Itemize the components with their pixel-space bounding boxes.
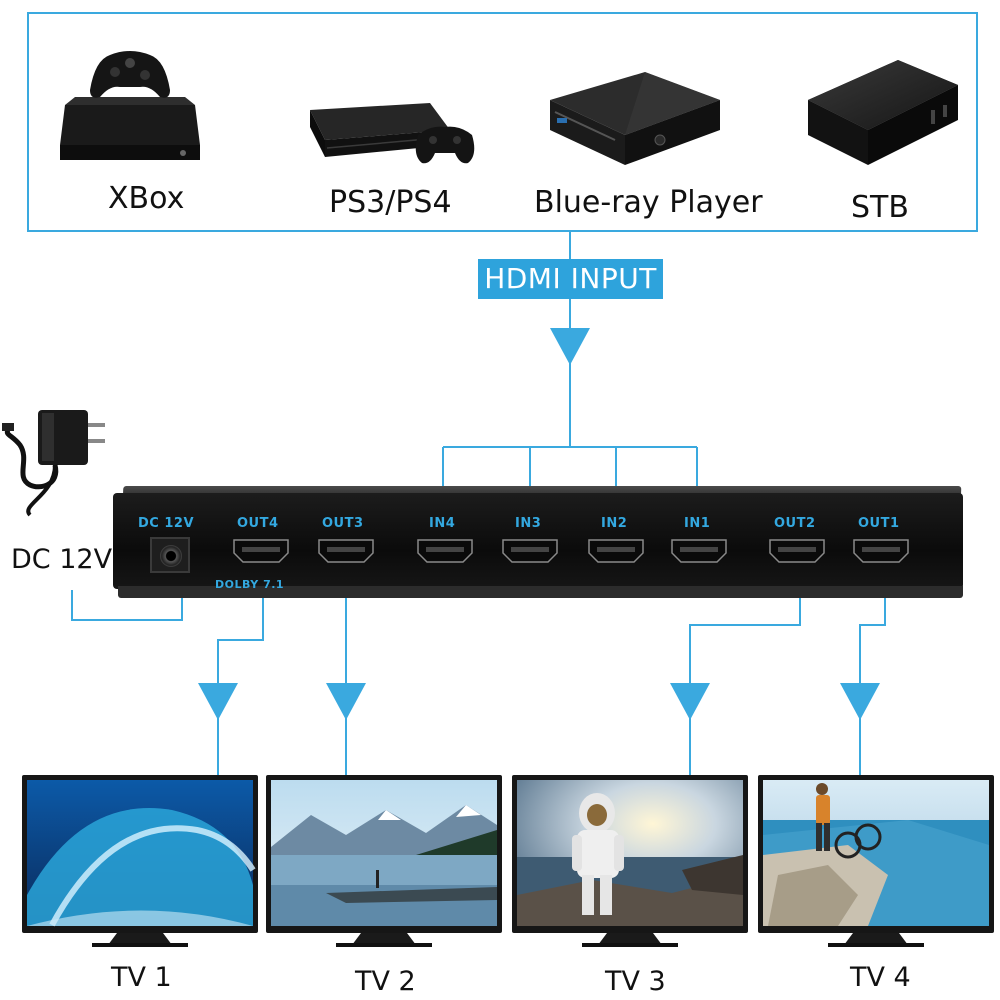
tv4-arrow	[840, 683, 880, 720]
port-label-out1: OUT1	[858, 516, 900, 531]
playstation-console-icon	[310, 103, 475, 164]
hdmi-port-in4	[417, 539, 473, 563]
tv-label-4: TV 4	[850, 962, 911, 993]
source-label-stb: STB	[851, 190, 909, 225]
port-label-out3: OUT3	[322, 516, 364, 531]
xbox-console-icon	[60, 51, 200, 160]
hdmi-port-out2	[769, 539, 825, 563]
hdmi-port-in1	[671, 539, 727, 563]
tv-2	[266, 775, 502, 947]
tv-4	[758, 775, 994, 947]
dc-power-jack	[150, 537, 190, 573]
port-label-in2: IN2	[601, 516, 628, 531]
set-top-box-icon	[808, 60, 958, 165]
hdmi-port-out4	[233, 539, 289, 563]
tv-1	[22, 775, 258, 947]
hdmi-input-badge: HDMI INPUT	[478, 259, 663, 299]
port-label-in1: IN1	[684, 516, 711, 531]
source-devices-box	[27, 12, 978, 232]
tv-label-1: TV 1	[111, 962, 172, 993]
port-label-in3: IN3	[515, 516, 542, 531]
hdmi-port-out1	[853, 539, 909, 563]
source-label-ps: PS3/PS4	[329, 185, 452, 220]
source-label-bluray: Blue-ray Player	[534, 185, 763, 220]
hdmi-port-out3	[318, 539, 374, 563]
port-label-out4: OUT4	[237, 516, 279, 531]
tv3-arrow	[670, 683, 710, 720]
hdmi-port-in3	[502, 539, 558, 563]
power-label: DC 12V	[11, 544, 113, 575]
input-arrow	[550, 328, 590, 365]
source-label-xbox: XBox	[108, 181, 185, 216]
power-adapter-icon	[2, 410, 105, 517]
hdmi-port-in2	[588, 539, 644, 563]
tv-label-3: TV 3	[605, 966, 666, 997]
tv-3	[512, 775, 748, 947]
port-label-in4: IN4	[429, 516, 456, 531]
tv1-arrow	[198, 683, 238, 720]
dolby-label: DOLBY 7.1	[215, 578, 285, 591]
tv2-arrow	[326, 683, 366, 720]
tv-label-2: TV 2	[355, 966, 416, 997]
bluray-player-icon	[550, 72, 720, 165]
port-label-dc: DC 12V	[138, 516, 195, 531]
switch-base	[118, 586, 963, 598]
port-label-out2: OUT2	[774, 516, 816, 531]
